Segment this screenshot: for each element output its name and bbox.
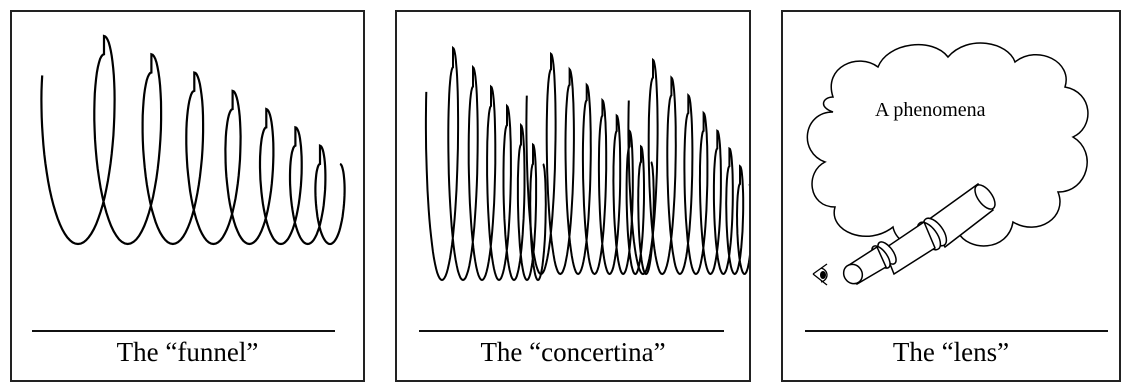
lens-caption: The “lens” xyxy=(892,337,1010,367)
concertina-segment-1 xyxy=(424,45,547,282)
lens-illustration: A phenomena xyxy=(806,42,1089,286)
concertina-spiral xyxy=(424,45,749,282)
concertina-panel: The “concertina” xyxy=(395,10,751,382)
funnel-panel: The “funnel” xyxy=(10,10,365,382)
concertina-segment-3 xyxy=(627,57,749,276)
eye-icon xyxy=(812,263,828,286)
lens-panel: A phenomena The “lens” xyxy=(781,10,1121,382)
caption-rule xyxy=(32,330,335,332)
funnel-caption: The “funnel” xyxy=(116,337,259,367)
cloud-shape xyxy=(806,42,1089,249)
funnel-spiral-curve xyxy=(40,34,346,246)
cloud-text: A phenomena xyxy=(875,99,986,121)
concertina-caption: The “concertina” xyxy=(480,337,666,367)
funnel-spiral xyxy=(40,34,346,246)
concertina-segment-2 xyxy=(525,51,655,276)
caption-rule xyxy=(419,330,724,332)
caption-rule xyxy=(805,330,1108,332)
